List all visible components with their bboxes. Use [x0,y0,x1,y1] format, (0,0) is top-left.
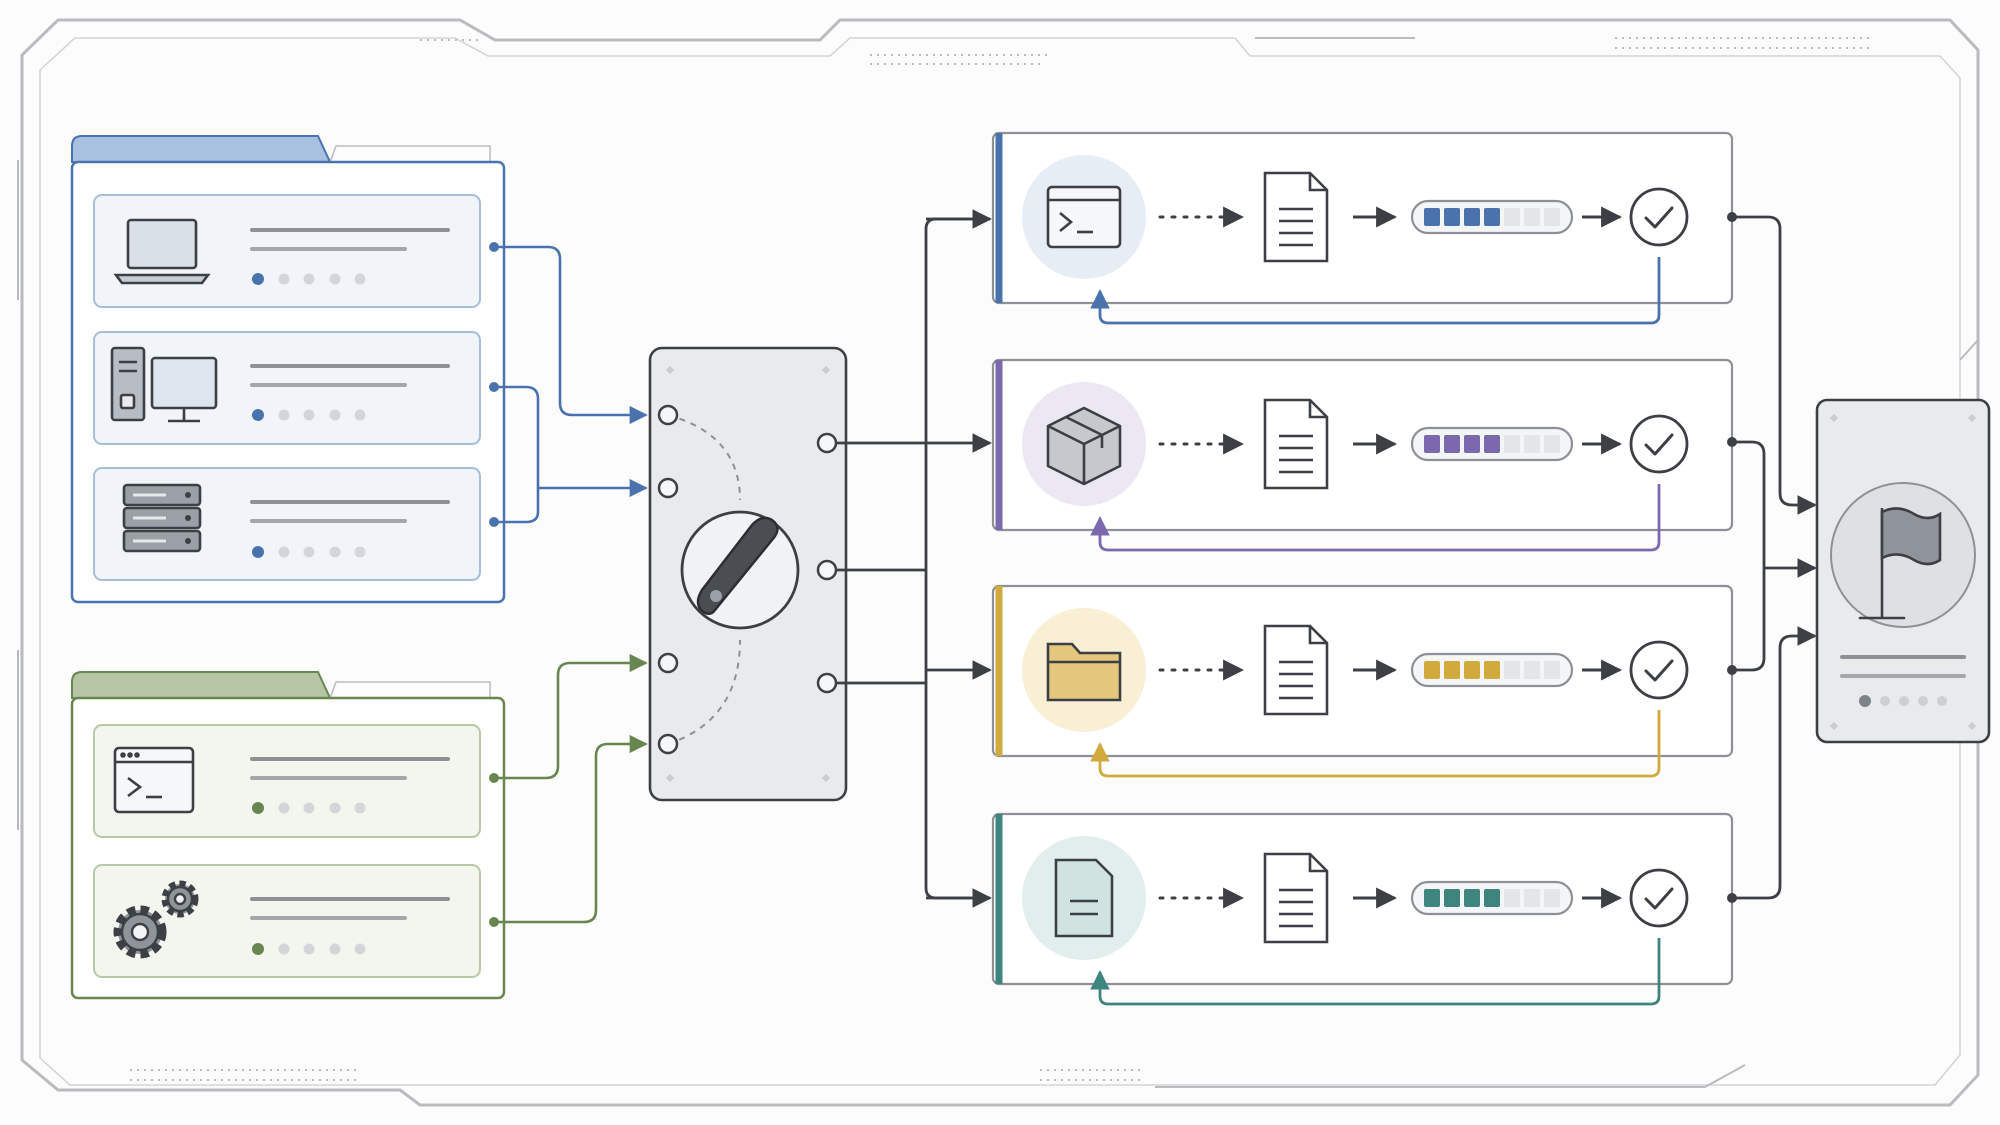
file-icon [1263,398,1329,490]
source-card-gears[interactable] [93,864,481,978]
progress-segment [1444,435,1460,453]
feedback-loop-arrow [1090,938,1661,1006]
progress-segment [1444,889,1460,907]
progress-dots [252,802,366,814]
pipeline-row[interactable] [991,584,1734,778]
desktop-computer-icon [110,346,218,423]
check-circle-icon [1629,414,1689,474]
terminal-icon [113,746,195,814]
pipelines [991,131,1734,1006]
progress-segment [1524,435,1540,453]
pipeline-row[interactable] [991,812,1734,1006]
pipeline-row[interactable] [991,358,1734,552]
progress-segment [1424,208,1440,226]
source-group-a [70,135,506,604]
switch-connectors [836,209,992,908]
folder-tab [71,135,332,163]
folder-tab [71,671,332,699]
progress-segment [1504,661,1520,679]
file-icon [1263,171,1329,263]
progress-dots [252,409,366,421]
flag-icon [1858,507,1942,620]
progress-bar [1410,199,1574,235]
progress-segment [1544,889,1560,907]
progress-segment [1424,889,1440,907]
check-circle-icon [1629,868,1689,928]
progress-bar [1410,880,1574,916]
source-card-terminal[interactable] [93,724,481,838]
source-card-laptop[interactable] [93,194,481,308]
source-card-desktop[interactable] [93,331,481,445]
feedback-loop-arrow [1090,257,1661,325]
progress-segment [1544,435,1560,453]
progress-segment [1464,208,1480,226]
terminal-icon [1046,185,1122,249]
progress-segment [1484,208,1500,226]
progress-segment [1464,661,1480,679]
progress-segment [1524,661,1540,679]
input-ports [657,404,679,755]
progress-dots [252,943,366,955]
progress-bar [1410,652,1574,688]
file-icon [1263,852,1329,944]
feedback-loop-arrow [1090,484,1661,552]
progress-bar [1410,426,1574,462]
check-circle-icon [1629,640,1689,700]
output-connectors [1727,212,1817,903]
progress-dots [252,273,366,285]
feedback-loop-arrow [1090,710,1661,778]
progress-segment [1444,208,1460,226]
folder-tab-back [329,145,491,163]
progress-dots [1859,695,1947,707]
outer-frame [17,18,1980,1107]
server-rack-icon [122,483,202,553]
document-icon [1054,858,1114,938]
progress-segment [1544,661,1560,679]
progress-segment [1424,661,1440,679]
progress-segment [1544,208,1560,226]
gears-icon [113,880,199,959]
switch-dashed-arc [667,414,741,745]
progress-segment [1484,661,1500,679]
progress-segment [1464,435,1480,453]
progress-dots [252,546,366,558]
file-icon [1263,624,1329,716]
destination-panel[interactable] [1815,398,1991,744]
folder-tab-back [329,681,491,699]
progress-segment [1504,889,1520,907]
package-box-icon [1046,406,1122,486]
check-circle-icon [1629,187,1689,247]
progress-segment [1504,435,1520,453]
pipeline-row[interactable] [991,131,1734,325]
source-card-server[interactable] [93,467,481,581]
switch-panel[interactable] [648,346,848,802]
source-group-b [70,671,506,1000]
progress-segment [1504,208,1520,226]
progress-segment [1484,889,1500,907]
source-connectors [489,242,648,927]
rotary-switch-icon[interactable] [680,510,800,630]
progress-segment [1484,435,1500,453]
progress-segment [1524,208,1540,226]
folder-icon [1046,642,1122,702]
progress-segment [1524,889,1540,907]
progress-segment [1464,889,1480,907]
progress-segment [1424,435,1440,453]
progress-segment [1444,661,1460,679]
laptop-icon [113,218,211,285]
